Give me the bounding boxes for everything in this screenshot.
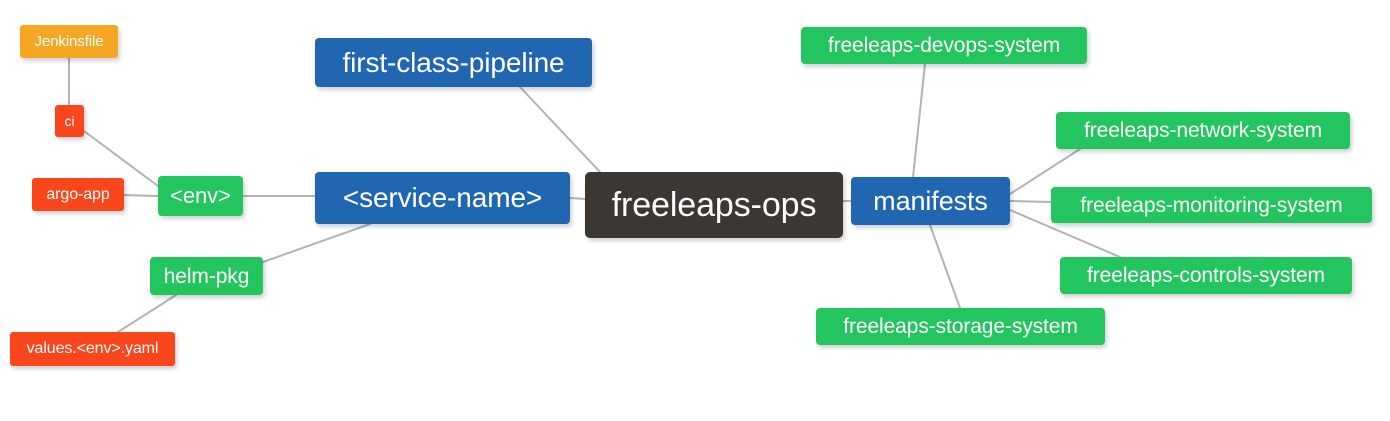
node-freeleaps-network-system[interactable]: freeleaps-network-system — [1056, 112, 1350, 149]
node-label: values.<env>.yaml — [26, 340, 159, 357]
node-label: freeleaps-devops-system — [827, 34, 1061, 57]
node-label: Jenkinsfile — [34, 33, 104, 50]
node-label: ci — [64, 113, 75, 129]
node-manifests[interactable]: manifests — [851, 177, 1010, 225]
edge-man-devops — [912, 63, 926, 178]
edge-helm-values — [117, 294, 177, 333]
node-label: manifests — [873, 185, 988, 216]
node-freeleaps-storage-system[interactable]: freeleaps-storage-system — [816, 308, 1105, 345]
node-label: argo-app — [46, 185, 110, 203]
node-freeleaps-devops-system[interactable]: freeleaps-devops-system — [801, 27, 1087, 64]
node-freeleaps-ops[interactable]: freeleaps-ops — [585, 172, 843, 238]
edge-ops-service — [569, 197, 586, 200]
node-label: freeleaps-ops — [611, 186, 817, 224]
node-label: freeleaps-storage-system — [843, 315, 1078, 338]
node-label: first-class-pipeline — [342, 46, 565, 78]
node-label: freeleaps-controls-system — [1087, 264, 1325, 287]
node-values-yaml[interactable]: values.<env>.yaml — [10, 332, 175, 366]
node-env[interactable]: <env> — [158, 176, 243, 216]
edge-ops-pipeline — [519, 86, 601, 173]
node-helm-pkg[interactable]: helm-pkg — [150, 257, 263, 295]
edge-service-helm — [262, 223, 371, 263]
node-ci[interactable]: ci — [55, 105, 84, 137]
node-freeleaps-controls-system[interactable]: freeleaps-controls-system — [1060, 257, 1352, 294]
edge-env-argo — [123, 194, 159, 197]
edge-man-storage — [929, 224, 961, 309]
node-first-class-pipeline[interactable]: first-class-pipeline — [315, 38, 592, 87]
node-label: helm-pkg — [163, 264, 250, 288]
node-jenkinsfile[interactable]: Jenkinsfile — [20, 25, 118, 58]
node-service-name[interactable]: <service-name> — [315, 172, 570, 224]
edge-man-monitoring — [1009, 200, 1052, 203]
node-label: freeleaps-network-system — [1083, 119, 1322, 142]
node-argo-app[interactable]: argo-app — [32, 178, 124, 211]
node-freeleaps-monitoring-system[interactable]: freeleaps-monitoring-system — [1051, 187, 1372, 223]
node-label: <env> — [170, 183, 231, 208]
node-label: freeleaps-monitoring-system — [1080, 193, 1343, 217]
node-label: <service-name> — [342, 182, 543, 213]
